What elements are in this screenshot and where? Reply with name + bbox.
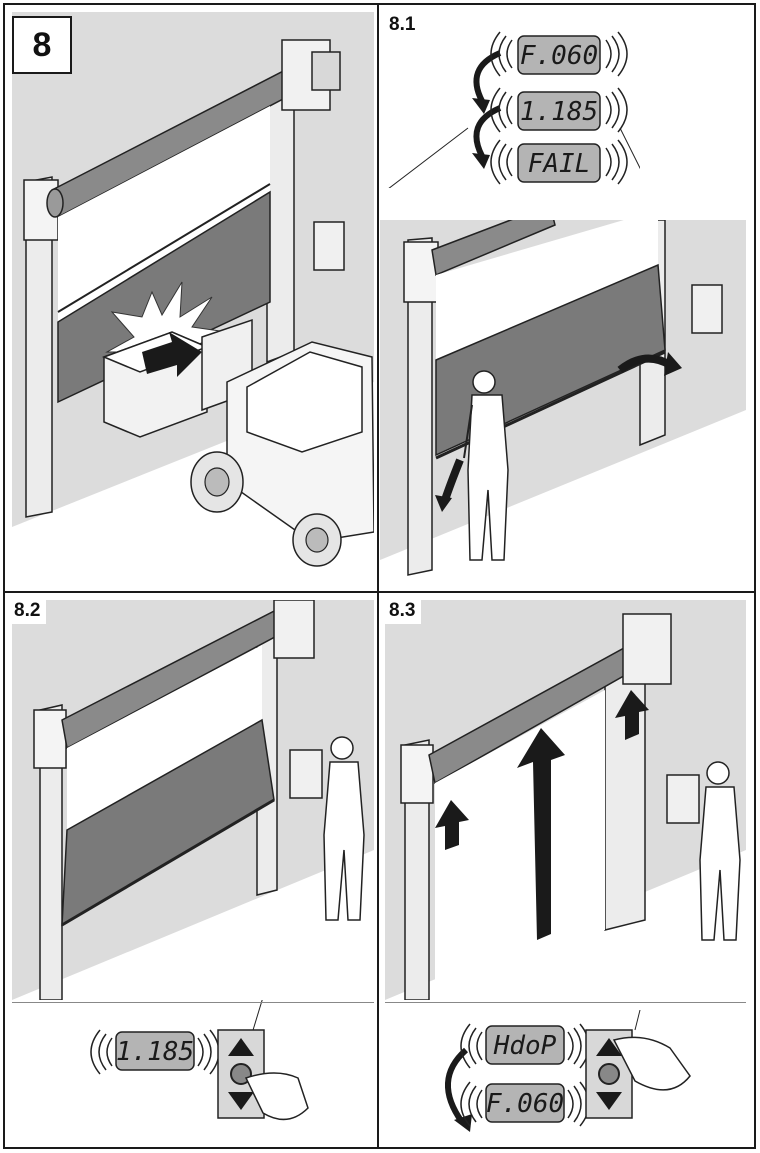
left-bracket: [400, 744, 434, 804]
reinsert-arrow-right-head: [664, 352, 682, 376]
left-door-post: [404, 739, 430, 1000]
rear-wheel-hub: [305, 527, 329, 553]
cycle-arrow-head: [454, 1114, 472, 1132]
control-box: [666, 774, 700, 824]
motor-unit: [311, 51, 341, 91]
reset-curtain-illustration: [380, 220, 746, 587]
signal-waves: [490, 31, 628, 185]
cycle-arrow-1: [473, 50, 502, 103]
display-keypad-82: 1.185: [90, 1000, 309, 1121]
lcd-text-1: F.060: [520, 41, 598, 71]
pressing-finger: [244, 1072, 309, 1121]
reinsert-arrow-left-head: [435, 495, 452, 512]
open-arrow-left: [435, 800, 469, 850]
leader-line-right: [619, 127, 640, 170]
up-button[interactable]: [596, 1038, 622, 1056]
signal-waves: [460, 1023, 590, 1127]
door-reopening-illustration: [385, 613, 746, 1000]
lcd-display-1: [485, 1025, 565, 1065]
panel-8-scene: [12, 12, 374, 587]
lcd-display-3: [517, 143, 601, 183]
figure-number: 8: [12, 16, 72, 74]
step-label-83: 8.3: [383, 598, 422, 624]
panel-83-scene: [385, 600, 746, 1000]
forklift-cabin: [246, 351, 363, 453]
confirm-reset-illustration: [12, 600, 374, 1000]
open-arrow-large: [517, 728, 565, 940]
roller-end: [46, 188, 64, 218]
motor-housing: [273, 600, 315, 659]
lcd-text: 1.185: [116, 1037, 194, 1067]
person-head: [330, 736, 354, 760]
display-sequence-81: F.060 1.185 FAIL: [388, 31, 640, 188]
panel-82-scene: [12, 600, 374, 1000]
left-door-post: [407, 237, 433, 576]
cycle-arrow-2: [473, 105, 502, 158]
reinsert-arrow-right: [617, 354, 673, 374]
door-opening: [67, 645, 262, 830]
lcd-display-1: [517, 35, 601, 75]
panel-81-scene: [380, 220, 746, 587]
step-label-81: 8.1: [383, 12, 422, 38]
panel-83-divider: [385, 1002, 746, 1003]
control-box: [691, 284, 723, 334]
lcd-text-2: F.060: [486, 1089, 564, 1119]
stop-button[interactable]: [598, 1063, 620, 1085]
motor-housing: [622, 613, 672, 685]
left-door-post: [25, 176, 53, 518]
outer-frame: [3, 3, 756, 1149]
door-opening: [58, 106, 270, 322]
pressing-finger: [612, 1036, 691, 1091]
up-button[interactable]: [228, 1038, 254, 1056]
lcd-text-3: FAIL: [528, 149, 591, 179]
cycle-arrow-1-head: [472, 98, 490, 114]
leader-line-left: [388, 127, 469, 188]
curtain-top-edge: [57, 183, 271, 313]
down-button[interactable]: [596, 1092, 622, 1110]
open-arrow-right: [615, 690, 649, 740]
door-opening: [435, 690, 605, 1000]
person-head: [706, 761, 730, 785]
lcd-display: [115, 1031, 195, 1071]
control-box: [289, 749, 323, 799]
forklift-collision-illustration: [12, 39, 374, 587]
down-button[interactable]: [228, 1092, 254, 1110]
curtain-bottom-bar: [61, 798, 275, 927]
roller-drum: [431, 220, 556, 277]
door-opening: [436, 220, 658, 360]
vertical-divider: [377, 5, 379, 1149]
left-door-post: [39, 704, 63, 1000]
cycle-arrow: [445, 1047, 469, 1124]
front-wheel-hub: [204, 467, 230, 497]
person-head: [472, 370, 496, 394]
lcd-display-2: [517, 91, 601, 131]
lcd-display-2: [485, 1083, 565, 1123]
person-body: [323, 761, 365, 921]
push-arrow: [142, 332, 202, 377]
floor: [12, 850, 374, 1000]
leader-line: [249, 1000, 263, 1041]
lcd-text-1: HdoP: [493, 1031, 557, 1061]
person-body: [467, 394, 509, 561]
display-keypad-83: HdoP F.060: [445, 1010, 691, 1132]
step-label-82: 8.2: [8, 598, 47, 624]
cycle-arrow-2-head: [472, 153, 490, 169]
person-body: [699, 786, 741, 941]
control-box: [313, 221, 345, 271]
horizontal-divider: [3, 591, 756, 593]
person-arm: [463, 404, 473, 459]
lcd-text-2: 1.185: [520, 97, 598, 127]
panel-82-divider: [12, 1002, 374, 1003]
